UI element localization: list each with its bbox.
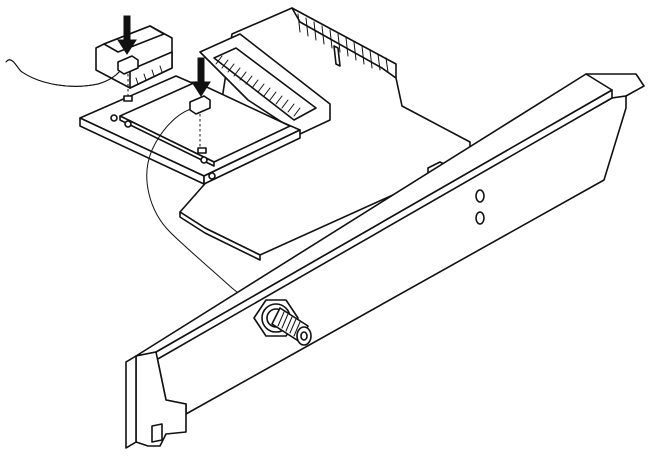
arrow-down-icon bbox=[191, 57, 211, 97]
mini-pcie-slot bbox=[199, 33, 331, 135]
slot-pins bbox=[215, 55, 301, 117]
mounting-hole bbox=[200, 156, 208, 164]
mini-pcie-wireless-module bbox=[79, 75, 301, 185]
sma-antenna-connector bbox=[253, 299, 312, 346]
aux-antenna-pad bbox=[197, 147, 207, 154]
mounting-hole bbox=[208, 172, 216, 180]
antenna-cable-right bbox=[146, 95, 267, 315]
mounting-hole bbox=[110, 114, 118, 122]
mhf-plug-right bbox=[189, 95, 211, 115]
insert-arrows bbox=[117, 15, 211, 97]
arrow-down-icon bbox=[117, 15, 137, 55]
mounting-hole bbox=[124, 120, 132, 128]
led-hole bbox=[475, 189, 485, 203]
antenna-cable-left bbox=[5, 55, 139, 98]
gold-fingers bbox=[297, 13, 389, 73]
led-hole bbox=[475, 211, 485, 225]
main-antenna-pad bbox=[123, 95, 133, 102]
mhf-plug-left bbox=[117, 55, 139, 75]
